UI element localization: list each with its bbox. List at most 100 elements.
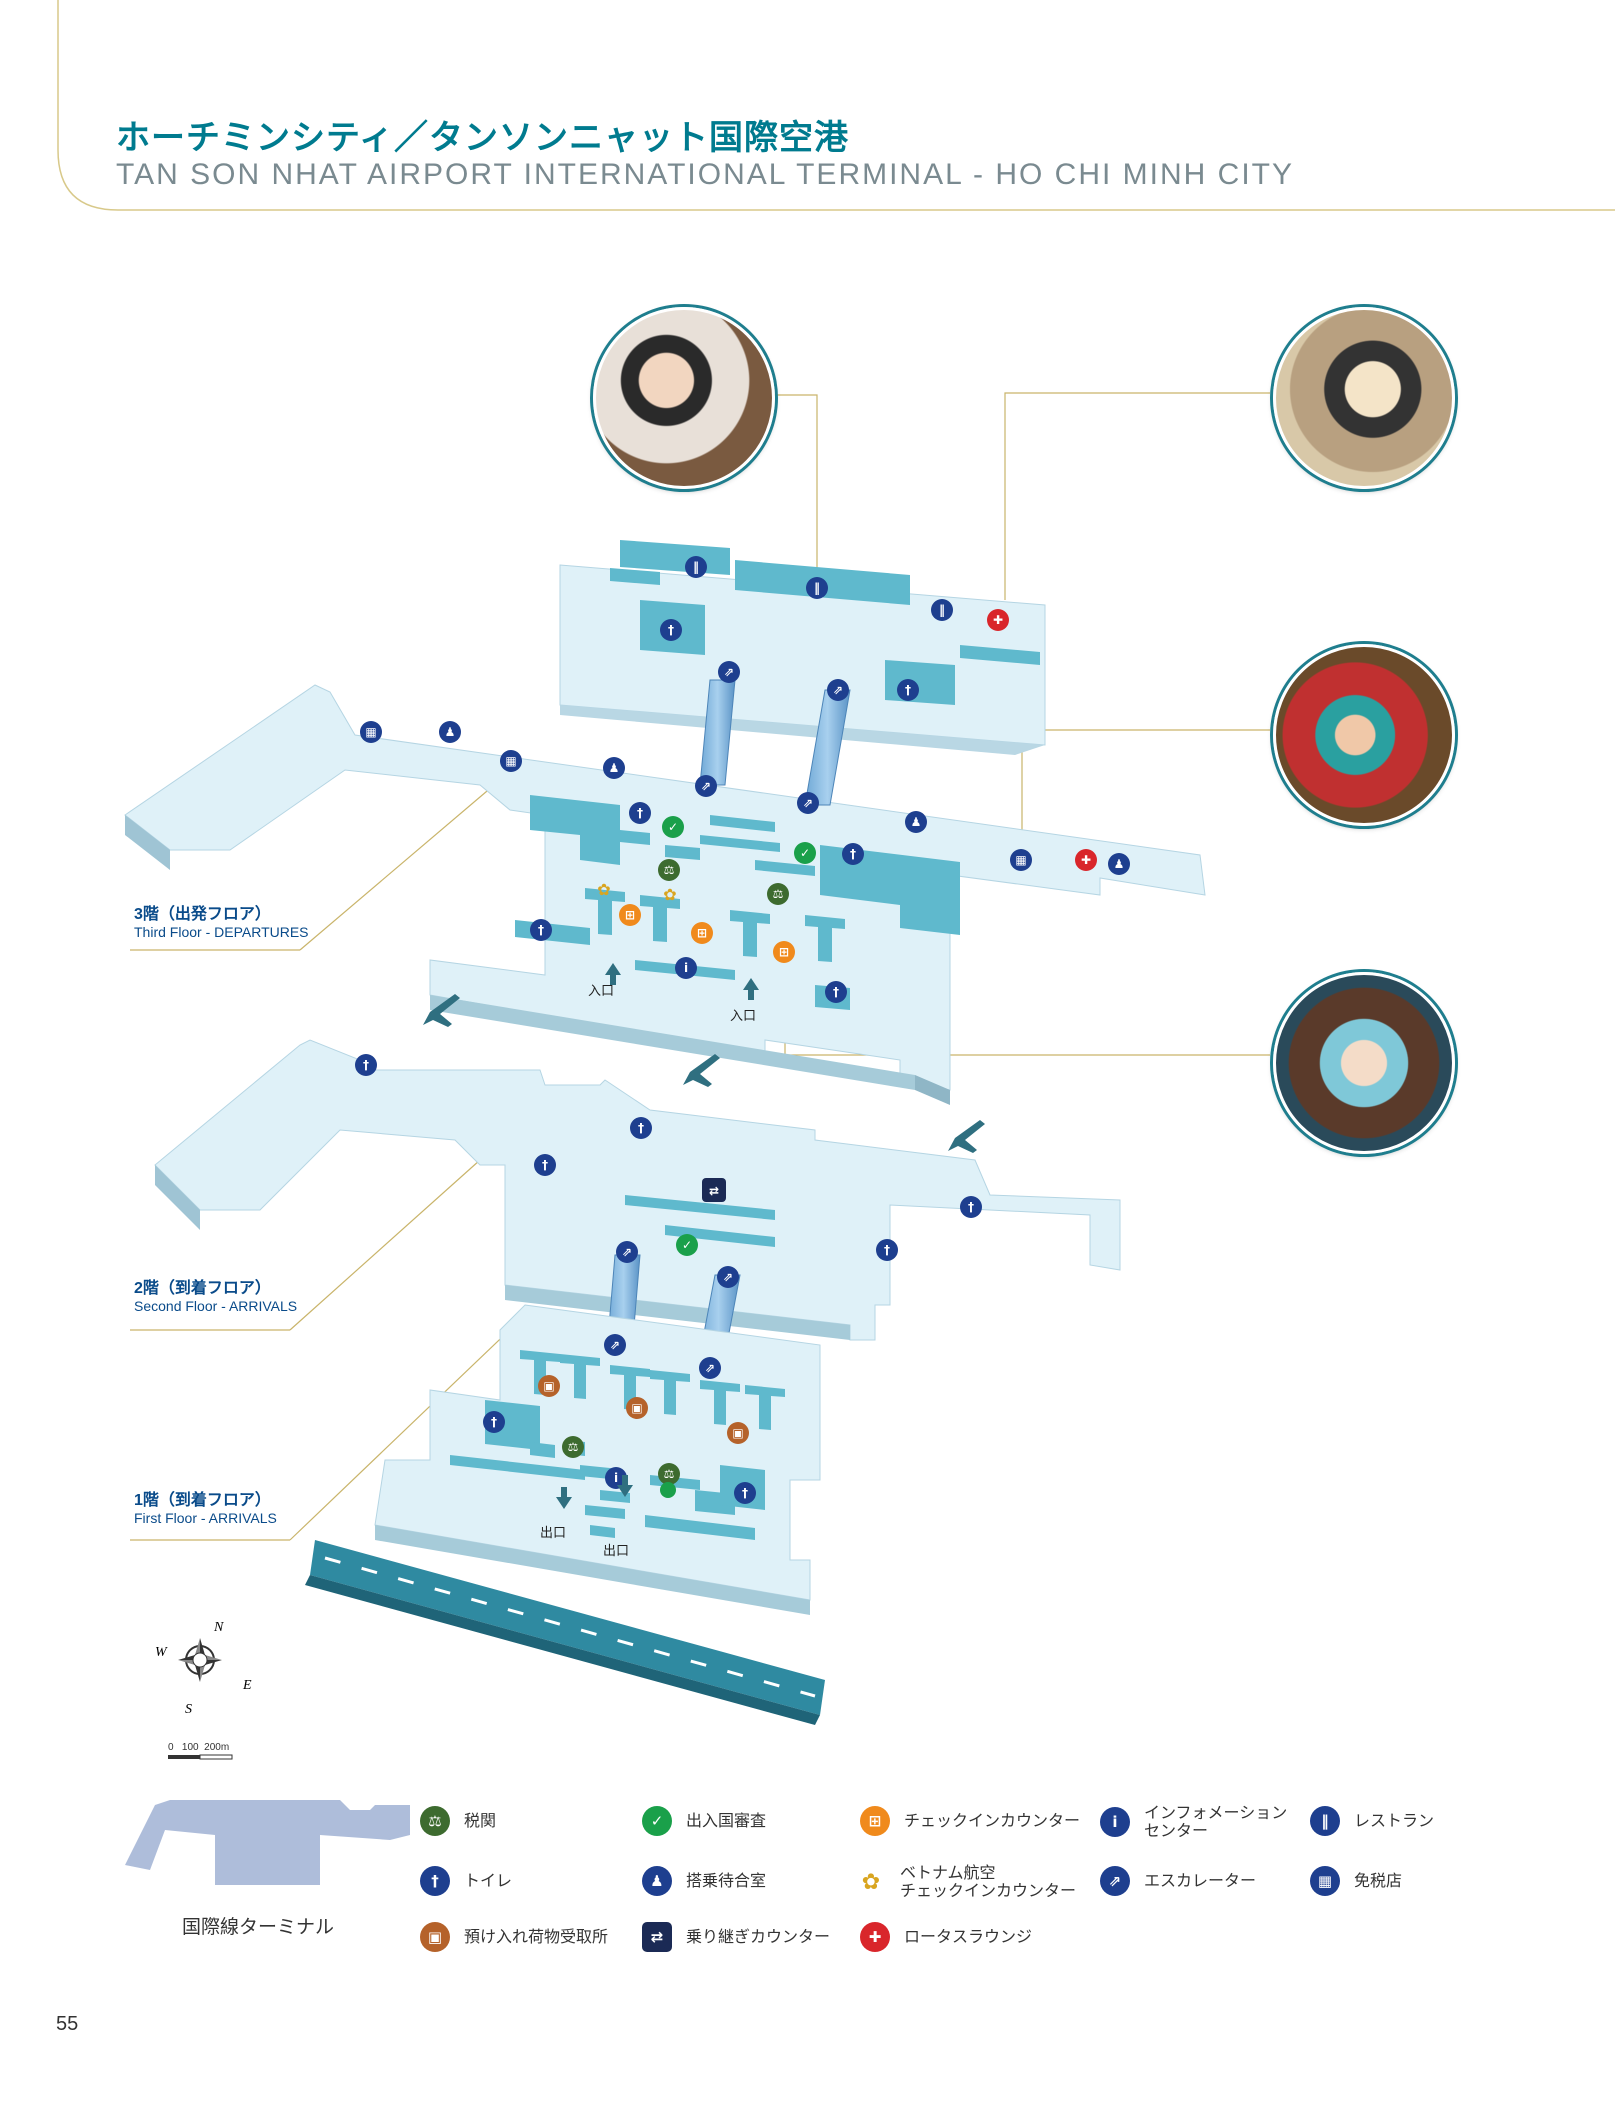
svg-text:⇗: ⇗ bbox=[803, 796, 813, 810]
svg-text:⊞: ⊞ bbox=[697, 926, 707, 940]
legend-toilet: †トイレ bbox=[420, 1866, 512, 1896]
upper-deck bbox=[559, 540, 1046, 755]
svg-text:⚖: ⚖ bbox=[773, 887, 784, 901]
header-frame bbox=[57, 0, 1615, 211]
vietnam-airlines-checkin-icon: ✿ bbox=[861, 1869, 881, 1895]
svg-text:†: † bbox=[850, 847, 856, 861]
photo-restaurant bbox=[593, 307, 775, 489]
floor-label-2f-jp: 2階（到着フロア） bbox=[134, 1280, 271, 1297]
legend-customs: ⚖税関 bbox=[420, 1806, 496, 1836]
entrance-label-1: 入口 bbox=[588, 984, 615, 999]
restaurant-icon: ‖ bbox=[1310, 1806, 1340, 1836]
svg-text:⚖: ⚖ bbox=[664, 1467, 675, 1481]
svg-text:i: i bbox=[614, 1471, 618, 1485]
escalator-icon: ⇗ bbox=[1100, 1866, 1130, 1896]
svg-text:†: † bbox=[542, 1158, 548, 1172]
terminal-map: ‖ ‖ ‖ ✚ † † ⇗ ⇗ ▦ ♟ ▦ ♟ ⇗ ⇗ † ♟ ▦ ✚ ♟ ✓ … bbox=[124, 392, 1270, 1760]
page-number: 55 bbox=[56, 2013, 79, 2035]
svg-text:♟: ♟ bbox=[445, 725, 456, 739]
svg-text:†: † bbox=[491, 1415, 497, 1429]
legend-duty-free: ▦免税店 bbox=[1310, 1866, 1402, 1896]
floor-label-2f-en: Second Floor - ARRIVALS bbox=[134, 1298, 298, 1314]
svg-text:⚖: ⚖ bbox=[568, 1440, 579, 1454]
compass-w: W bbox=[155, 1645, 167, 1660]
duty-free-icon: ▦ bbox=[1310, 1866, 1340, 1896]
svg-text:†: † bbox=[363, 1058, 369, 1072]
svg-text:▣: ▣ bbox=[732, 1426, 743, 1440]
floor-label-1f: 1階（到着フロア） First Floor - ARRIVALS bbox=[134, 1486, 277, 1526]
floor-label-3f-en: Third Floor - DEPARTURES bbox=[134, 924, 309, 940]
svg-text:†: † bbox=[968, 1200, 974, 1214]
svg-text:†: † bbox=[742, 1486, 748, 1500]
svg-text:✓: ✓ bbox=[800, 846, 810, 860]
svg-text:‖: ‖ bbox=[814, 581, 820, 595]
exit-label-2: 出口 bbox=[603, 1544, 630, 1559]
svg-text:▣: ▣ bbox=[631, 1401, 642, 1415]
floor-label-1f-en: First Floor - ARRIVALS bbox=[134, 1510, 277, 1526]
check-in-icon: ⊞ bbox=[860, 1806, 890, 1836]
svg-text:▦: ▦ bbox=[505, 754, 516, 768]
immigration-icon: ✓ bbox=[642, 1806, 672, 1836]
svg-text:†: † bbox=[884, 1243, 890, 1257]
legend-baggage-claim: ▣預け入れ荷物受取所 bbox=[420, 1922, 608, 1952]
airplane-icons bbox=[423, 994, 985, 1153]
exit-label-1: 出口 bbox=[540, 1526, 567, 1541]
legend-check-in: ⊞チェックインカウンター bbox=[860, 1806, 1080, 1836]
legend-waiting-room: ♟搭乗待合室 bbox=[642, 1866, 766, 1896]
legend-immigration: ✓出入国審査 bbox=[642, 1806, 766, 1836]
svg-text:†: † bbox=[638, 1121, 644, 1135]
third-floor bbox=[124, 684, 1206, 1105]
page-title-en: TAN SON NHAT AIRPORT INTERNATIONAL TERMI… bbox=[116, 158, 1294, 191]
svg-text:♟: ♟ bbox=[911, 815, 922, 829]
svg-text:✚: ✚ bbox=[993, 613, 1003, 627]
svg-text:⇗: ⇗ bbox=[723, 1270, 733, 1284]
svg-text:⚖: ⚖ bbox=[664, 863, 675, 877]
entrance-label-2: 入口 bbox=[730, 1009, 757, 1024]
floor-label-3f-jp: 3階（出発フロア） bbox=[134, 906, 271, 923]
scale-label: 0 100 200m bbox=[168, 1742, 230, 1753]
second-floor bbox=[154, 1039, 1121, 1341]
map-markers: ‖ ‖ ‖ ✚ † † ⇗ ⇗ ▦ ♟ ▦ ♟ ⇗ ⇗ † ♟ ▦ ✚ ♟ ✓ … bbox=[355, 556, 1130, 1504]
first-floor bbox=[374, 1304, 821, 1615]
lotus-lounge-icon: ✚ bbox=[860, 1922, 890, 1952]
svg-text:⇗: ⇗ bbox=[610, 1338, 620, 1352]
legend-lotus-lounge: ✚ロータスラウンジ bbox=[860, 1922, 1032, 1952]
svg-text:†: † bbox=[668, 623, 674, 637]
svg-text:†: † bbox=[905, 683, 911, 697]
svg-text:†: † bbox=[637, 806, 643, 820]
svg-text:†: † bbox=[538, 923, 544, 937]
svg-text:⇗: ⇗ bbox=[701, 779, 711, 793]
mini-terminal-map bbox=[125, 1800, 410, 1885]
legend-vn-checkin: ✿ベトナム航空 チェックインカウンター bbox=[856, 1864, 1076, 1900]
svg-text:▦: ▦ bbox=[365, 725, 376, 739]
transfer-counter-icon: ⇄ bbox=[642, 1922, 672, 1952]
svg-text:▦: ▦ bbox=[1015, 853, 1026, 867]
svg-text:⇗: ⇗ bbox=[833, 683, 843, 697]
svg-text:⇗: ⇗ bbox=[724, 665, 734, 679]
compass-s: S bbox=[185, 1702, 192, 1717]
svg-text:♟: ♟ bbox=[1114, 857, 1125, 871]
svg-text:⊞: ⊞ bbox=[779, 945, 789, 959]
photo-connectors bbox=[130, 392, 1270, 1541]
baggage-claim-icon: ▣ bbox=[420, 1922, 450, 1952]
customs-icon: ⚖ bbox=[420, 1806, 450, 1836]
svg-text:‖: ‖ bbox=[939, 603, 945, 617]
legend-restaurant: ‖レストラン bbox=[1310, 1806, 1434, 1836]
compass bbox=[178, 1638, 222, 1682]
svg-text:⇄: ⇄ bbox=[709, 1184, 719, 1198]
svg-text:†: † bbox=[833, 985, 839, 999]
toilet-icon: † bbox=[420, 1866, 450, 1896]
scale-bar bbox=[168, 1754, 233, 1760]
svg-text:✓: ✓ bbox=[668, 820, 678, 834]
svg-text:✓: ✓ bbox=[682, 1238, 692, 1252]
legend-transfer: ⇄乗り継ぎカウンター bbox=[642, 1922, 830, 1952]
svg-text:✚: ✚ bbox=[1081, 853, 1091, 867]
compass-n: N bbox=[214, 1620, 224, 1635]
floor-label-2f: 2階（到着フロア） Second Floor - ARRIVALS bbox=[134, 1274, 297, 1314]
photo-check-in bbox=[1273, 307, 1455, 489]
mini-map-caption: 国際線ターミナル bbox=[182, 1916, 335, 1938]
svg-text:i: i bbox=[684, 961, 688, 975]
svg-text:✿: ✿ bbox=[663, 885, 676, 904]
waiting-room-icon: ♟ bbox=[642, 1866, 672, 1896]
floor-label-3f: 3階（出発フロア） Third Floor - DEPARTURES bbox=[134, 900, 309, 940]
